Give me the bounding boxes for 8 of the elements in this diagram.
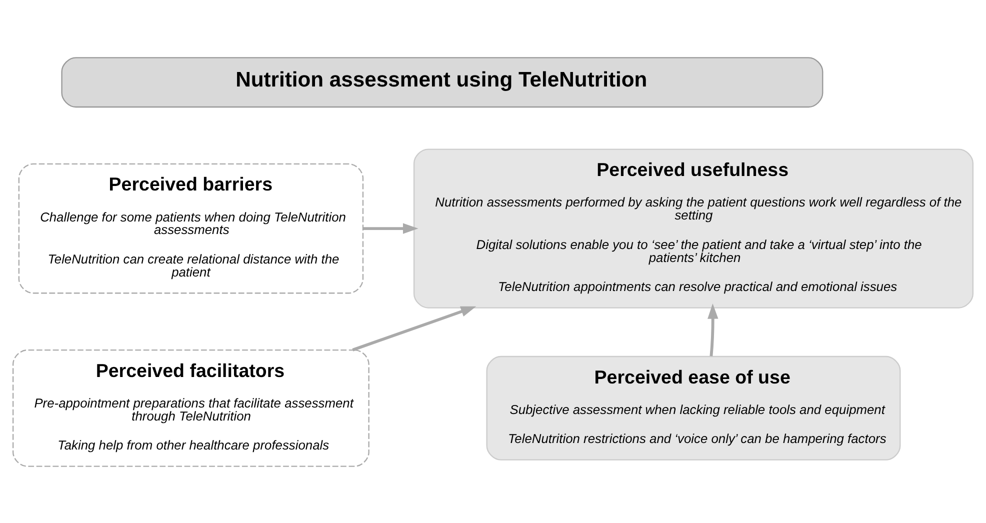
arrow — [363, 222, 418, 234]
node-box: Perceived usefulness Nutrition assessments performed by asking the patient questions work well regardless of the setting Digital solutions enable you to ‘see’ the patient and take a ‘virtual step’ into the patients’ kitchen TeleNutrition appointments can resolve practical and emotional issues — [413, 148, 974, 308]
node-box: Nutrition assessment using TeleNutrition — [61, 56, 824, 108]
node-box: Perceived barriers Challenge for some patients when doing TeleNutrition assessments TeleNutrition can create relational distance with the patient — [18, 162, 364, 294]
arrow — [352, 306, 476, 351]
node-box: Perceived ease of use Subjective assessment when lacking reliable tools and equipment TeleNutrition restrictions and ‘voice only’ can be hampering factors — [486, 355, 901, 460]
arrow — [708, 303, 718, 356]
node-box: Perceived facilitators Pre-appointment preparations that facilitate assessment through TeleNutrition Taking help from other healthcare professionals — [12, 348, 370, 466]
